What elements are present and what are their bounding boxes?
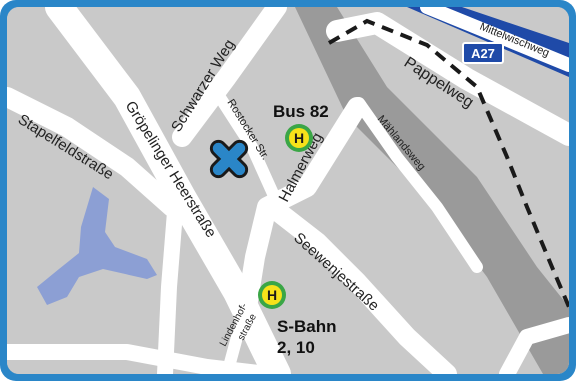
water-body — [37, 187, 157, 305]
road-pappelweg — [326, 12, 569, 146]
highway-shield-text: A27 — [471, 46, 495, 61]
bus-stop-icon: H — [285, 124, 313, 152]
bus-stop-label: Bus 82 — [273, 102, 329, 121]
road-maehlandsweg — [353, 97, 483, 273]
road-rostocker-str — [206, 79, 285, 213]
road-stapelfeldstrasse — [7, 87, 182, 217]
street-map: Mittelwischweg Pappelweg Schwarzer Weg R… — [7, 7, 569, 374]
sbahn-stop-label-line1: S-Bahn — [277, 317, 337, 336]
sbahn-stop-icon: H — [258, 281, 286, 309]
map-area: Mittelwischweg Pappelweg Schwarzer Weg R… — [7, 7, 569, 374]
sbahn-stop-label-line2: 2, 10 — [277, 338, 315, 357]
destination-cross-icon — [209, 139, 249, 179]
road-seewenjestrasse — [262, 197, 457, 374]
road-rail-crossing — [499, 317, 569, 374]
road-left-vertical — [157, 204, 183, 374]
road-network — [7, 7, 569, 374]
railway-corridor — [295, 7, 569, 374]
bus-stop-letter: H — [294, 130, 304, 146]
road-schwarzer-weg — [172, 7, 287, 147]
road-bottom-connector — [7, 344, 275, 374]
highway-shield-a27: A27 — [462, 42, 504, 64]
road-mittelwischweg — [420, 7, 569, 72]
dashed-boundary-line — [327, 18, 569, 308]
road-lindenhofstrasse — [221, 291, 259, 374]
sbahn-stop-letter: H — [267, 287, 277, 303]
